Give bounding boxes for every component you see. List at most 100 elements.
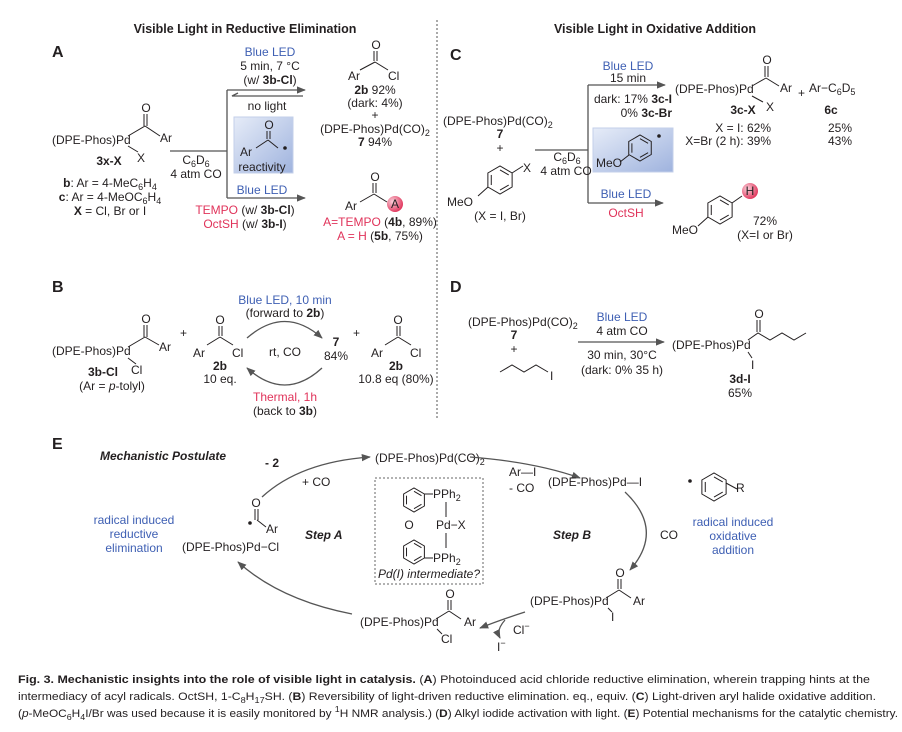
text-segment: ( <box>416 674 424 686</box>
text-segment: − <box>500 638 505 648</box>
text-segment: 94% <box>365 135 393 149</box>
plus-2: + <box>798 86 805 100</box>
header-right: Visible Light in Oxidative Addition <box>554 22 756 36</box>
plus: + <box>510 342 517 356</box>
def-x: X = Cl, Br or I <box>74 204 146 218</box>
right-2b: 2b <box>389 359 403 373</box>
text-segment: A <box>423 674 432 686</box>
h-atom: H <box>746 184 755 198</box>
text-segment: 3b-I <box>261 217 282 231</box>
prod-o: O <box>371 38 380 52</box>
text-segment: 17 <box>255 695 266 705</box>
text-segment: p <box>108 379 116 393</box>
right-note-2: oxidative <box>709 529 757 543</box>
dark-2: 0% 3c-Br <box>621 106 673 120</box>
ring-double-bond <box>413 503 422 510</box>
pd-cl: (DPE-Phos)Pd−Cl <box>182 540 279 554</box>
text-segment: H <box>246 691 255 703</box>
mid-yield: 84% <box>324 349 348 363</box>
aryl-radical-ring <box>701 472 727 502</box>
row2-side: 43% <box>828 134 852 148</box>
left-2b: 2b <box>213 359 227 373</box>
text-segment: 3b-Cl <box>261 203 291 217</box>
text-segment: p <box>21 708 29 720</box>
text-segment: ) Potential mechanisms for the catalytic… <box>635 708 898 720</box>
ring-double-bond <box>639 138 649 144</box>
reagent: (DPE-Phos)Pd(CO)2 <box>468 315 578 331</box>
text-segment: (DPE-Phos)Pd(CO) <box>468 315 573 329</box>
text-segment: dark: 17% <box>594 92 651 106</box>
panel-a: (DPE-Phos)Pd O Ar X 3x-X b: Ar = 4-MeC6H… <box>52 38 437 243</box>
text-segment: 2 <box>456 493 461 503</box>
atom-o: O <box>141 312 150 326</box>
prod-cl: Cl <box>388 69 399 83</box>
aryl-def: (Ar = p-tolyl) <box>79 379 145 393</box>
prod-2b: 2b 92% <box>354 83 396 97</box>
text-segment: 6 <box>191 159 196 169</box>
text-segment: 6 <box>576 156 581 166</box>
prod-i: I <box>751 358 754 372</box>
atom-i: I <box>550 369 553 383</box>
left-o: O <box>215 313 224 327</box>
thermal: Thermal, 1h <box>253 390 317 404</box>
trap-octsh: OctSH (w/ 3b-I) <box>203 217 286 231</box>
atom-x: X <box>137 151 145 165</box>
text-segment: 92% <box>368 83 396 97</box>
right-note-1: radical induced <box>693 515 774 529</box>
text-segment: ) <box>283 217 287 231</box>
text-segment: X <box>74 204 82 218</box>
back: (back to 3b) <box>253 404 317 418</box>
top-light: Blue LED <box>245 45 296 59</box>
text-segment: Ar−C <box>809 81 837 95</box>
bottom-light: Blue LED <box>237 183 288 197</box>
ring-bonds <box>628 134 652 162</box>
text-segment: I <box>497 640 500 654</box>
prod-pd: (DPE-Phos)Pd(CO)2 <box>320 122 430 138</box>
plus: + <box>496 141 503 155</box>
text-segment: (Ar = <box>79 379 109 393</box>
box-ar: Ar <box>240 145 252 159</box>
bottom-light: Blue LED <box>601 187 652 201</box>
atom-cl: Cl <box>131 363 142 377</box>
text-segment: 3b-Cl <box>263 73 293 87</box>
ring-bonds <box>403 539 425 565</box>
trap-result-2: A = H (5b, 75%) <box>337 229 423 243</box>
dark-1: dark: 17% 3c-I <box>594 92 672 106</box>
text-segment: b <box>63 176 70 190</box>
text-segment: (w/ <box>239 217 262 231</box>
text-segment: TEMPO <box>195 203 238 217</box>
bottom-pd: (DPE-Phos)Pd <box>360 615 439 629</box>
panel-letter-a: A <box>52 44 64 61</box>
bottom-note: (X=I or Br) <box>737 228 793 242</box>
box-meo: MeO <box>596 156 622 170</box>
panel-c: (DPE-Phos)Pd(CO)2 7 + X MeO (X = I, Br) … <box>443 53 855 242</box>
trap-atom-circle <box>387 196 403 212</box>
pd-i: (DPE-Phos)Pd—I <box>548 475 642 489</box>
prod-7: 7 94% <box>358 135 392 149</box>
right-eq: 10.8 eq (80%) <box>358 372 433 386</box>
acyl-o: O <box>251 496 260 510</box>
atom-ar: Ar <box>159 340 171 354</box>
trap-ar: Ar <box>345 199 357 213</box>
prod-pd: (DPE-Phos)Pd <box>675 82 754 96</box>
bottom-yield: 72% <box>753 214 777 228</box>
text-segment: (DPE-Phos)Pd(CO) <box>443 114 548 128</box>
ring-double-bond <box>499 184 509 191</box>
text-segment: I/Br was used because it is easily monit… <box>85 708 335 720</box>
inset-pph2-bottom: PPh2 <box>433 551 461 567</box>
atom-o: O <box>141 101 150 115</box>
text-segment: 6 <box>562 156 567 166</box>
prod-o: O <box>762 53 771 67</box>
text-segment: D <box>567 150 576 164</box>
text-segment: H <box>148 190 157 204</box>
side-prod: Ar−C6D5 <box>809 81 855 97</box>
text-segment: , 75%) <box>388 229 423 243</box>
text-segment: H NMR analysis.) ( <box>340 708 440 720</box>
conditions: rt, CO <box>269 345 301 359</box>
text-segment: 4 <box>80 712 85 722</box>
text-segment: : Ar = 4-MeOC <box>65 190 142 204</box>
mechanism-title: Mechanistic Postulate <box>100 449 226 463</box>
text-segment: 4b <box>388 215 402 229</box>
